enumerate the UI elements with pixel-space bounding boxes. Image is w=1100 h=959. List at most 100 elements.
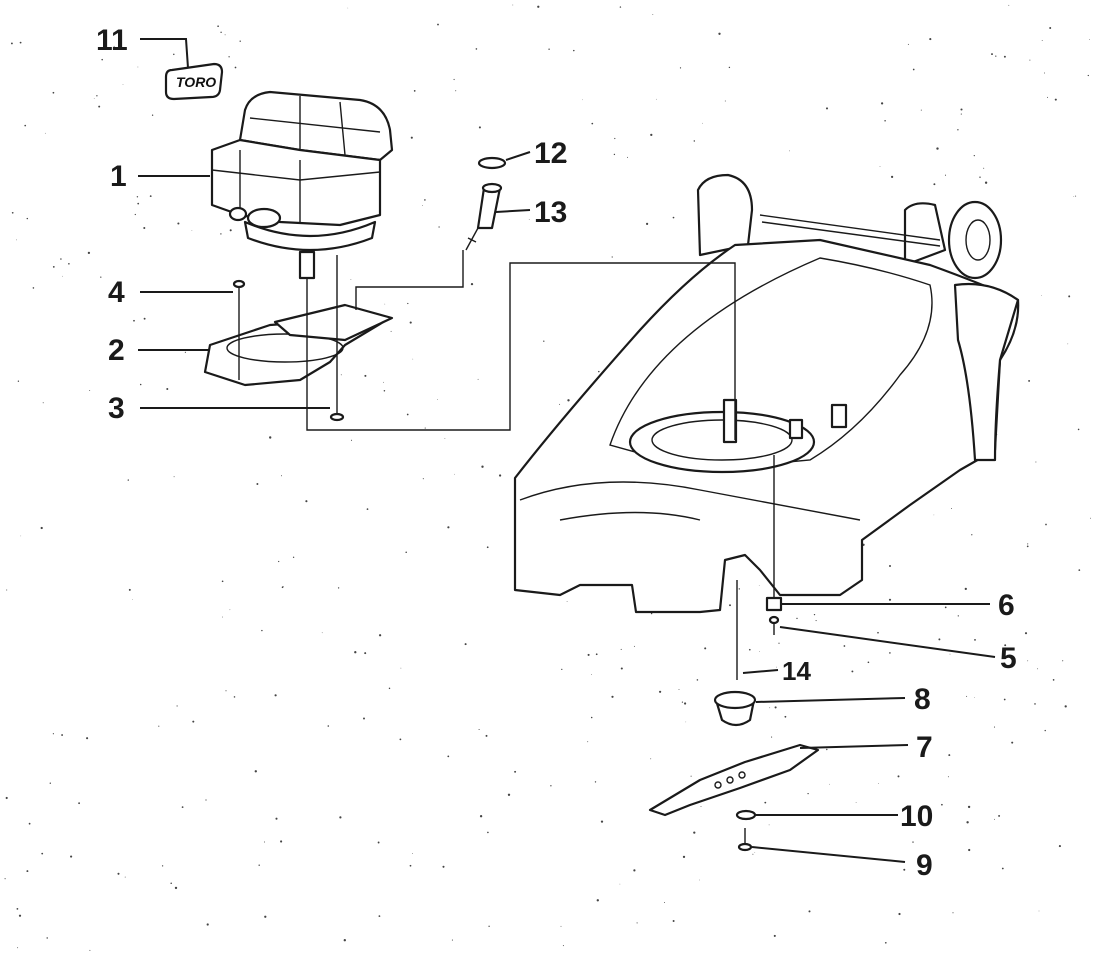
speck [898,912,901,916]
assembly-guides [238,250,775,668]
speck [137,66,139,68]
speck [1046,96,1049,98]
speck [412,358,414,360]
speck [412,853,414,855]
washer-10 [735,809,757,821]
speck [764,801,767,804]
speck [453,78,455,81]
speck [422,478,424,480]
speck [256,483,259,485]
speck [1038,910,1040,912]
speck [413,90,416,92]
speck [944,174,947,176]
speck [174,886,178,890]
speck [388,687,391,690]
speck [829,783,830,785]
speck [158,725,160,727]
leader-lines [138,38,996,863]
speck [407,302,409,305]
speck [1003,55,1006,58]
speck [437,23,439,26]
speck [598,370,600,373]
speck [222,616,223,618]
speck [594,781,597,783]
speck [967,805,971,809]
speck [991,53,993,56]
speck [768,824,770,826]
speck [596,899,599,902]
speck [44,132,46,134]
speck [26,870,29,873]
speck [486,546,489,549]
speck [437,399,438,400]
speck [263,841,266,843]
callout-1: 1 [110,160,127,193]
speck [693,140,696,142]
speck [702,122,703,124]
speck [451,939,453,941]
speck [655,98,657,100]
speck [191,229,193,231]
mower-deck [513,173,1020,614]
speck [52,91,55,94]
speck [86,737,89,740]
speck [738,588,740,590]
speck [1044,72,1045,74]
speck [1011,741,1014,744]
speck [464,643,467,646]
callout-4: 4 [108,276,125,309]
speck [5,796,8,800]
speck [1035,461,1037,463]
speck [233,696,236,698]
speck [406,413,409,416]
speck [470,282,474,286]
speck [224,34,226,36]
speck [1044,729,1046,732]
speck [974,638,976,641]
speck [479,815,483,818]
speck [678,689,680,691]
screw-4 [232,279,246,305]
speck [177,222,180,225]
speck [399,738,402,741]
toro-logo-text: TORO [176,74,216,90]
speck [718,32,721,35]
speck [485,734,488,737]
speck [650,612,653,615]
speck [32,287,35,289]
speck [28,822,31,825]
speck [131,598,133,600]
speck [920,109,922,111]
speck [947,776,949,778]
speck [704,647,707,650]
speck [684,702,687,705]
speck [124,876,126,878]
speck [498,474,502,477]
speck [149,195,152,198]
speck [979,176,981,178]
speck [903,868,906,871]
speck [573,49,575,52]
speck [611,256,613,258]
speck [984,181,988,184]
speck [1062,660,1064,662]
speck [591,122,594,125]
speck [228,56,230,58]
speck [941,803,943,806]
speck [477,378,479,380]
bushing-6 [765,596,783,612]
speck [52,733,54,735]
speck [813,613,816,616]
speck [390,330,392,332]
speck [565,160,567,162]
speck [269,436,272,439]
speck [1003,698,1006,701]
speck [550,785,552,787]
speck [151,114,154,116]
speck [98,105,101,108]
speck [514,770,517,773]
speck [447,526,450,529]
speck [636,922,638,924]
speck [137,202,140,205]
speck [619,6,622,8]
